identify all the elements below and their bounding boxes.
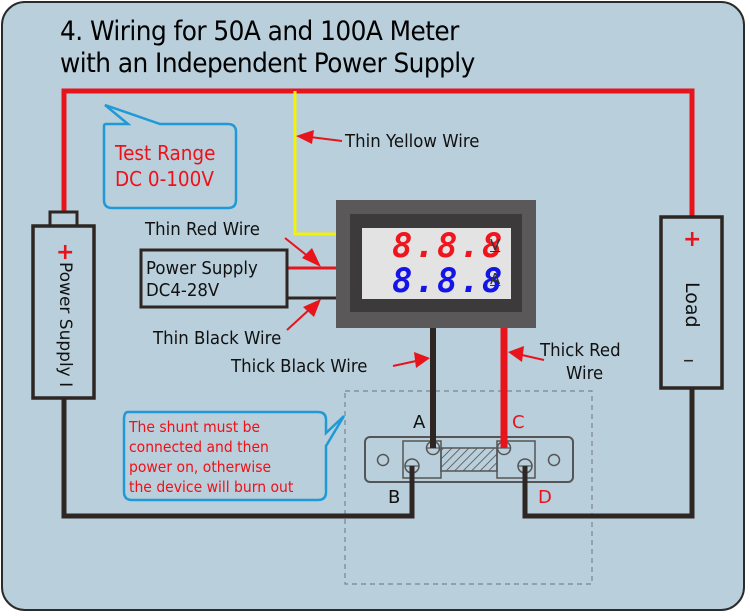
- thick-red-top-wire: [61, 88, 695, 218]
- power-supply-box-label: Power Supply DC4-28V: [146, 258, 258, 302]
- power-supply-1-label: Power Supply I: [55, 262, 75, 388]
- page-title: 4. Wiring for 50A and 100A Meter with an…: [60, 16, 475, 80]
- power-supply-box-line-1: Power Supply: [146, 258, 258, 279]
- terminal-b-label: B: [388, 487, 401, 508]
- power-supply-1-body: [31, 224, 96, 400]
- title-line-2: with an Independent Power Supply: [60, 48, 475, 79]
- arrow-thick-red: [508, 346, 545, 362]
- test-range-callout: Test Range DC 0-100V: [115, 140, 215, 192]
- label-thick-black-wire: Thick Black Wire: [231, 356, 368, 377]
- label-thin-yellow-wire: Thin Yellow Wire: [345, 131, 480, 152]
- label-thick-red-wire-line-2: Wire: [566, 363, 604, 384]
- voltage-unit: V: [490, 236, 501, 254]
- test-range-line-1: Test Range: [115, 141, 216, 165]
- arrow-thin-yellow: [296, 130, 343, 144]
- label-thick-red-wire-line-1: Thick Red: [540, 340, 621, 361]
- meter-display: [362, 228, 511, 299]
- title-line-1: 4. Wiring for 50A and 100A Meter: [60, 16, 459, 47]
- voltage-display: 8.8.8: [392, 226, 505, 266]
- load-minus-icon: –: [683, 348, 694, 373]
- arrow-thin-red: [284, 237, 321, 267]
- load-label: Load: [681, 282, 703, 328]
- shunt-warning-bubble: [122, 410, 346, 502]
- label-thin-red-wire: Thin Red Wire: [145, 219, 260, 240]
- arrow-thick-black: [392, 352, 430, 368]
- shunt-mount-hole-right: [547, 453, 561, 467]
- shunt-warning-line-4: the device will burn out: [129, 478, 294, 496]
- arrow-thin-black: [286, 299, 321, 331]
- power-supply-box-line-2: DC4-28V: [146, 280, 220, 301]
- terminal-c-label: C: [512, 412, 525, 433]
- test-range-line-2: DC 0-100V: [115, 167, 214, 191]
- test-range-bubble: [102, 103, 238, 210]
- shunt-warning-line-1: The shunt must be: [129, 418, 261, 436]
- terminal-d-label: D: [538, 487, 552, 508]
- shunt-warning-line-3: power on, otherwise: [129, 458, 272, 476]
- load-body: [659, 215, 724, 390]
- current-unit: A: [490, 270, 501, 288]
- label-thin-black-wire: Thin Black Wire: [153, 328, 282, 349]
- load-plus-icon: +: [683, 227, 702, 252]
- power-supply-box: [139, 248, 289, 309]
- shunt-warning-line-2: connected and then: [129, 438, 269, 456]
- thin-yellow-wire: [293, 91, 336, 236]
- terminal-a-label: A: [413, 412, 426, 433]
- current-display: 8.8.8: [392, 261, 505, 301]
- shunt-dashed-outline: [344, 390, 593, 585]
- power-supply-1-plus-icon: +: [56, 240, 75, 265]
- shunt-mount-hole-left: [376, 453, 390, 467]
- shunt-warning-callout: The shunt must be connected and then pow…: [129, 417, 293, 497]
- shunt-resistor-element: [440, 447, 498, 472]
